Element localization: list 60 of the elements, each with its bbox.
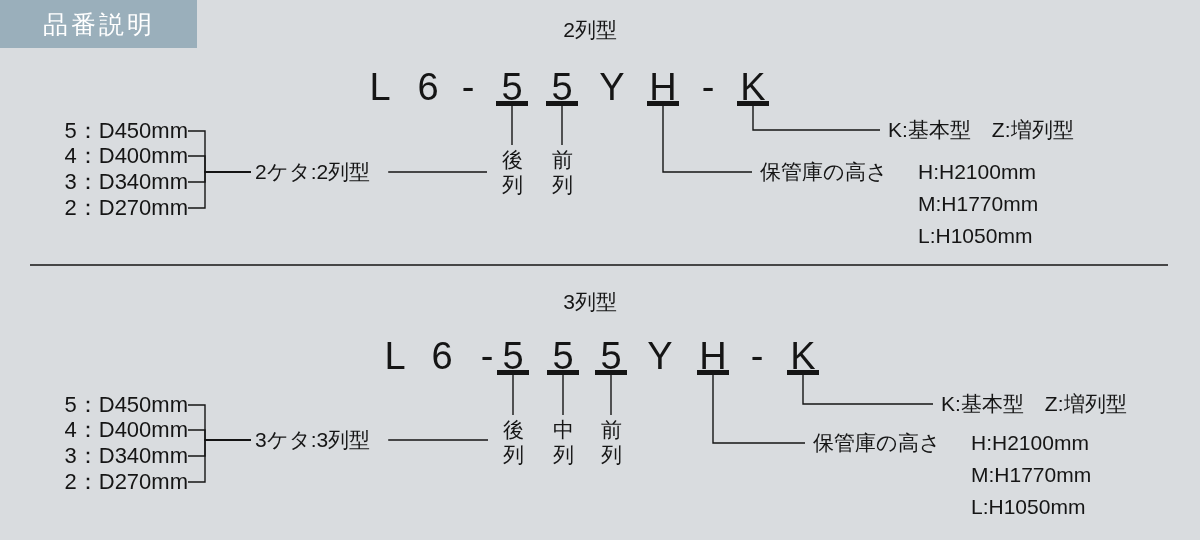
underline-connector (647, 101, 753, 173)
digit-note: 3ケタ:3列型 (255, 428, 371, 452)
underline-connector (546, 101, 578, 146)
dimension-text: 5：D450mm (64, 119, 188, 143)
type-note: K:基本型 Z:増列型 (888, 118, 1074, 142)
code-character: 5 (501, 67, 523, 107)
underline-connector (496, 101, 528, 146)
height-option: M:H1770mm (918, 192, 1039, 216)
height-option: L:H1050mm (971, 495, 1086, 519)
code-character: - (750, 336, 764, 376)
code-character: 5 (551, 67, 573, 107)
code-character: K (740, 67, 766, 107)
underline-connector (595, 370, 627, 416)
dimension-text: 3：D340mm (64, 444, 188, 468)
underline-connector (547, 370, 579, 416)
code-character: 6 (417, 67, 439, 107)
code-character: L (384, 336, 406, 376)
code-character: Y (599, 67, 625, 107)
dimension-text: 5：D450mm (64, 393, 188, 417)
row-label: 中列 (552, 417, 574, 467)
dimension-text: 4：D400mm (64, 418, 188, 442)
height-note: 保管庫の高さ (813, 431, 941, 455)
height-option: M:H1770mm (971, 463, 1092, 487)
dimension-text: 4：D400mm (64, 144, 188, 168)
row-label: 前列 (551, 147, 573, 197)
height-option: L:H1050mm (918, 224, 1033, 248)
underline-connector (497, 370, 529, 416)
height-option: H:H2100mm (971, 431, 1089, 455)
row-label: 後列 (502, 417, 524, 467)
connector-line (387, 171, 488, 173)
code-character: L (369, 67, 391, 107)
code-character: 5 (552, 336, 574, 376)
code-character: Y (647, 336, 673, 376)
code-character: H (699, 336, 727, 376)
row-label: 前列 (600, 417, 622, 467)
underline-connector (737, 101, 881, 131)
code-character: H (649, 67, 677, 107)
type-note: K:基本型 Z:増列型 (941, 392, 1127, 416)
dimension-text: 3：D340mm (64, 170, 188, 194)
code-character: 5 (600, 336, 622, 376)
code-character: - (461, 67, 475, 107)
dimension-text: 2：D270mm (64, 196, 188, 220)
connector-line (187, 171, 252, 209)
digit-note: 2ケタ:2列型 (255, 160, 371, 184)
underline-connector (787, 370, 934, 405)
height-option: H:H2100mm (918, 160, 1036, 184)
height-note: 保管庫の高さ (760, 160, 888, 184)
code-character: - (701, 67, 715, 107)
code-character: 6 (431, 336, 453, 376)
code-character: 5 (502, 336, 524, 376)
code-character: - (480, 336, 494, 376)
code-character: K (790, 336, 816, 376)
section-title: 2列型 (563, 18, 617, 42)
underline-connector (697, 370, 806, 444)
dimension-text: 2：D270mm (64, 470, 188, 494)
section-title: 3列型 (563, 290, 617, 314)
connector-line (187, 439, 252, 483)
title-tab: 品番説明 (0, 0, 197, 48)
row-label: 後列 (501, 147, 523, 197)
connector-line (387, 439, 489, 441)
